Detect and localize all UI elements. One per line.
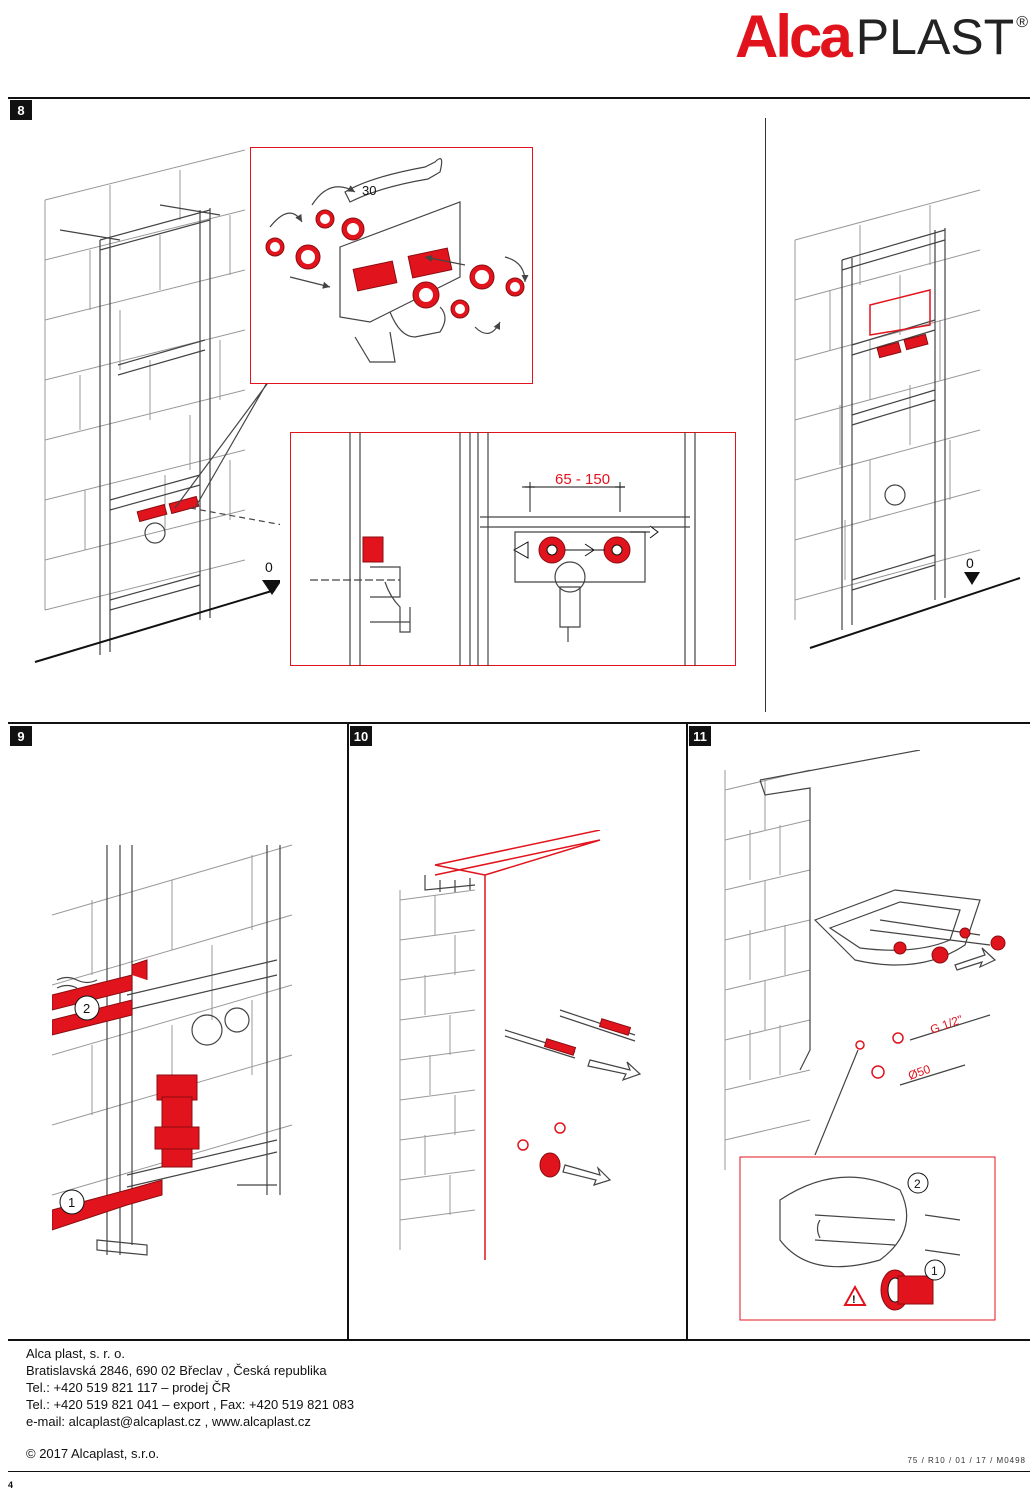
phone-domestic: Tel.: +420 519 821 117 – prodej ČR: [26, 1380, 231, 1395]
copyright-notice: © 2017 Alcaplast, s.r.o.: [26, 1446, 160, 1461]
company-name: Alca plast, s. r. o.: [26, 1346, 125, 1361]
step-badge-11: 11: [689, 726, 711, 746]
step11-callout-2: 2: [914, 1177, 921, 1191]
phone-export: Tel.: +420 519 821 041 – export , Fax: +…: [26, 1397, 355, 1412]
step-badge-8: 8: [10, 100, 32, 120]
document-code: 75 / R10 / 01 / 17 / M0498: [907, 1456, 1026, 1465]
page-number: 4: [8, 1480, 14, 1490]
spacing-range-label: 65 - 150: [555, 471, 610, 488]
step9-illustration: 2 1: [52, 844, 293, 1256]
step-badge-10: 10: [350, 726, 372, 746]
email-website: e-mail: alcaplast@alcaplast.cz , www.alc…: [26, 1414, 311, 1429]
step8-divider: [765, 118, 766, 712]
step8-finished-frame: 0: [794, 189, 1021, 649]
company-contact-block: Alca plast, s. r. o. Bratislavská 2846, …: [26, 1345, 354, 1430]
step11-illustration: G 1/2" Ø50 ! 2 1: [724, 750, 1006, 1321]
logo-alca-text: Alca: [735, 3, 853, 70]
floor-zero-label-left: 0: [265, 559, 273, 575]
step9-callout-1: 1: [68, 1195, 75, 1210]
floor-zero-label-right: 0: [966, 555, 974, 571]
step8-zoom-fittings: 30: [250, 147, 533, 384]
bottom-rule: [8, 1339, 1030, 1341]
logo-plast-text: PLAST: [855, 9, 1015, 65]
step10-illustration: [399, 830, 642, 1260]
step-badge-9: 9: [10, 726, 32, 746]
wrench-size-label: 30: [362, 183, 376, 198]
step11-callout-1: 1: [931, 1264, 938, 1278]
footer-rule: [8, 1471, 1030, 1472]
thread-size-label: G 1/2": [928, 1012, 964, 1037]
step8-frame-illustration: 0: [34, 149, 280, 663]
step10-11-divider: [686, 722, 688, 1341]
diameter-label: Ø50: [906, 1062, 932, 1083]
svg-text:!: !: [852, 1294, 856, 1306]
logo-registered-mark: ®: [1016, 14, 1028, 31]
middle-rule: [8, 722, 1030, 724]
top-rule: [8, 97, 1030, 99]
step9-callout-2: 2: [83, 1001, 90, 1016]
step8-zoom-spacing: 65 - 150: [290, 432, 736, 666]
company-address: Bratislavská 2846, 690 02 Břeclav , Česk…: [26, 1363, 327, 1378]
step9-10-divider: [347, 722, 349, 1341]
alcaplast-logo: Alca PLAST ®: [735, 6, 1028, 68]
